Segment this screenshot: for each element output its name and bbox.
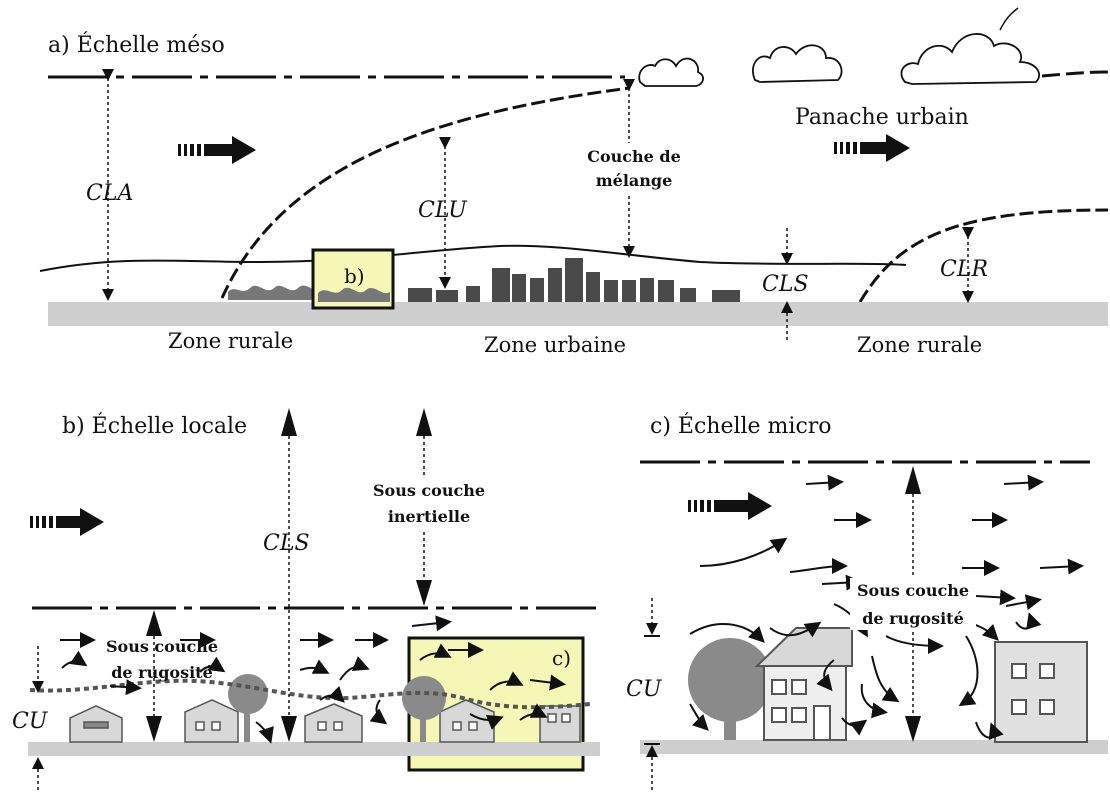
panel-b-title: b) Échelle locale [62,412,247,439]
rugosity-arrow-c-head-down [905,716,921,742]
clu-label: CLU [418,198,468,223]
cloud-shape [638,57,704,87]
rugosity-label-b-line1: Sous couche [106,637,218,656]
cls-label: CLS [762,272,809,297]
wind-arrow-left [178,136,256,164]
mixing-label-line2: mélange [596,171,673,190]
cu-label-c: CU [626,677,663,702]
panel-c: c) Échelle micro [626,412,1108,790]
inertial-label-line2: inertielle [388,507,470,526]
urban-buildings [408,258,740,302]
panel-a-title: a) Échelle méso [48,31,225,58]
cla-top-line-right [1041,70,1109,78]
cls-boundary [39,244,907,272]
ground-c [640,740,1108,754]
zone-urban-label: Zone urbaine [484,333,626,357]
cu-label-b: CU [12,709,49,734]
inset-b-label: b) [344,264,365,288]
cloud-wisp [999,7,1019,31]
clu-boundary [220,86,631,299]
rugosity-label-c-bg [850,578,976,630]
panel-b: b) Échelle locale c) [12,408,600,790]
inertial-arrow-head-down [416,580,432,606]
inset-b-vegetation [318,287,390,302]
cls-arrow-b-head-up [281,408,297,436]
rugosity-arrow-head-down [146,716,162,742]
clr-label: CLR [940,257,988,282]
cls-label-b: CLS [263,531,310,556]
building-c [994,641,1088,743]
houses-b [69,699,581,743]
cloud-shape [900,33,1041,85]
panel-a: a) Échelle méso b) [39,7,1109,357]
tree-c [688,638,772,740]
ground [48,302,1108,326]
inertial-label-bg [358,476,498,532]
rugosity-label-c-line2: de rugosité [862,609,964,628]
wind-arrow-c [688,492,772,520]
zone-rural-left-label: Zone rurale [168,329,293,353]
inertial-arrow-head-up [416,408,432,436]
rugosity-label-c-line1: Sous couche [857,581,969,600]
cls-arrow-b-head-down [281,716,297,742]
house-c [754,627,853,741]
mixing-label-bg [575,143,693,193]
plume-label: Panache urbain [795,105,969,130]
wind-arrow-b [30,508,104,536]
wind-arrow-plume [834,134,910,162]
mixing-label-line1: Couche de [587,147,681,166]
rugosity-label-b-line2: de rugosité [111,663,213,682]
rural-vegetation [228,285,320,300]
zone-rural-right-label: Zone rurale [857,333,982,357]
ground-b [28,742,600,756]
inertial-label-line1: Sous couche [373,481,485,500]
cloud-shape [752,44,843,83]
cla-label: CLA [86,181,133,206]
rugosity-arrow-head-up [146,610,162,636]
rugosity-arrow-c-head-up [905,466,921,494]
panel-c-title: c) Échelle micro [650,412,832,439]
turbulence-arrows-b [60,615,566,744]
clr-boundary [858,208,1109,303]
inset-c-label: c) [552,646,571,670]
